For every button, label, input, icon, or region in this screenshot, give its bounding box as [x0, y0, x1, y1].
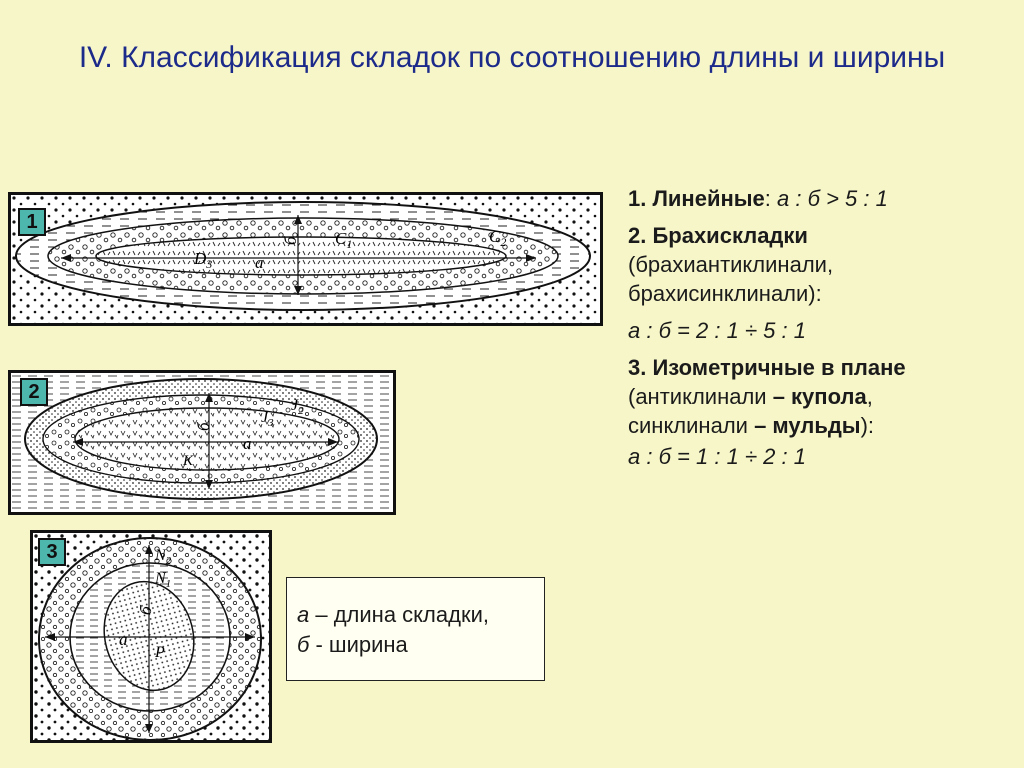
legend-a-symbol: а: [297, 602, 310, 627]
brachyfold-map: а б J2 J3 К: [11, 373, 393, 512]
isometric-fold-map: а б N2 N1 P: [33, 533, 269, 740]
legend-a-text: – длина складки,: [309, 602, 489, 627]
linear-fold-map: а б C1 C2 D3: [11, 195, 600, 323]
type-linear-name: 1. Линейные: [628, 186, 765, 211]
label-c2: C2: [489, 227, 506, 249]
type-isometric: 3. Изометричные в плане (антиклинали – к…: [628, 353, 998, 471]
legend-width: б - ширина: [297, 630, 544, 660]
classification-list: 1. Линейные: а : б > 5 : 1 2. Брахисклад…: [628, 184, 998, 479]
type-isometric-detail-mid: , синклинали: [628, 384, 873, 438]
figure-badge-3: 3: [38, 538, 66, 566]
label-a: а: [119, 630, 128, 649]
type-isometric-basin: – мульды: [754, 413, 861, 438]
label-n1: N1: [154, 570, 171, 590]
type-linear-ratio: а : б > 5 : 1: [777, 186, 888, 211]
type-brachy-detail: (брахиантиклинали, брахисинклинали):: [628, 252, 834, 306]
label-d3: D3: [193, 249, 212, 271]
type-isometric-name: 3. Изометричные в плане: [628, 355, 906, 380]
type-linear-sep: :: [764, 186, 778, 211]
label-j3: J3: [261, 409, 274, 429]
legend-b-text: - ширина: [309, 632, 408, 657]
label-c1: C1: [335, 229, 352, 251]
type-brachy-name: 2. Брахискладки: [628, 223, 808, 248]
legend-box: а – длина складки, б - ширина: [286, 577, 545, 681]
type-isometric-dome: – купола: [772, 384, 867, 409]
label-k: К: [182, 453, 194, 469]
label-b: б: [135, 604, 155, 616]
figure-badge-1: 1: [18, 208, 46, 236]
type-isometric-detail-pre: (антиклинали: [628, 384, 773, 409]
figure-linear-fold: а б C1 C2 D3: [8, 192, 603, 326]
figure-badge-2: 2: [20, 378, 48, 406]
label-b: б: [194, 422, 213, 431]
label-a: а: [243, 434, 252, 453]
legend-b-symbol: б: [297, 632, 310, 657]
figure-isometric-fold: а б N2 N1 P: [30, 530, 272, 743]
label-a: а: [255, 253, 264, 272]
type-brachy: 2. Брахискладки (брахиантиклинали, брахи…: [628, 221, 998, 345]
label-j2: J2: [291, 397, 304, 417]
type-brachy-ratio: а : б = 2 : 1 ÷ 5 : 1: [628, 318, 806, 343]
legend-length: а – длина складки,: [297, 600, 544, 630]
type-isometric-detail-post: ):: [860, 413, 875, 438]
slide-title: IV. Классификация складок по соотношению…: [78, 41, 946, 74]
type-isometric-ratio: а : б = 1 : 1 ÷ 2 : 1: [628, 444, 806, 469]
label-n2: N2: [154, 547, 172, 567]
figure-brachyfold: а б J2 J3 К: [8, 370, 396, 515]
label-p: P: [154, 644, 165, 661]
label-b: б: [281, 236, 300, 245]
type-linear: 1. Линейные: а : б > 5 : 1: [628, 184, 998, 213]
